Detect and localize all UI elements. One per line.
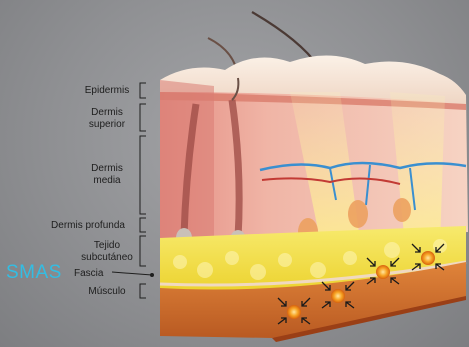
label-epidermis: Epidermis — [78, 85, 136, 97]
label-fascia: Fascia — [74, 268, 103, 279]
sweat-gland — [348, 200, 368, 228]
label-musculo: Músculo — [78, 286, 136, 298]
sweat-gland — [393, 198, 411, 222]
label-dermis-media: Dermis media — [78, 163, 136, 187]
label-smas: SMAS — [6, 262, 62, 284]
label-dermis-profunda: Dermis profunda — [38, 220, 138, 232]
fascia-pointer-dot — [150, 273, 154, 277]
label-tejido-subcutaneo: Tejido subcutáneo — [78, 240, 136, 264]
label-dermis-superior: Dermis superior — [78, 107, 136, 131]
